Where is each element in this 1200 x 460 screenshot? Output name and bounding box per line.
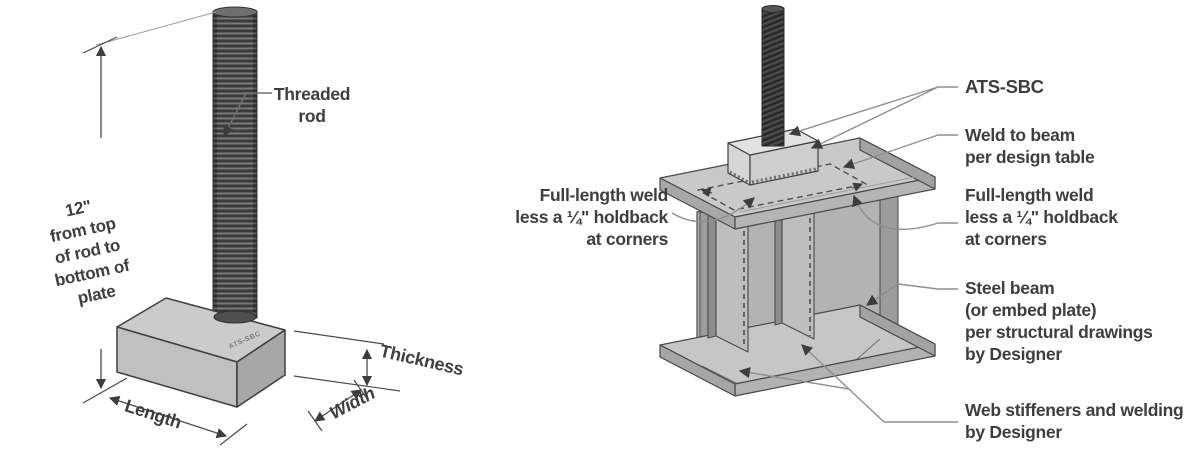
leader-ats-1 <box>788 86 939 137</box>
rod-base <box>213 310 257 324</box>
web-stiffeners-label: Web stiffeners and welding by Designer <box>965 400 1184 442</box>
holdback-left-label: Full-length weld less a ¼" holdback at c… <box>515 185 668 249</box>
weld-to-beam-label: Weld to beam per design table <box>965 125 1095 167</box>
threaded-rod-assembly <box>82 6 401 446</box>
block-base-weld <box>729 167 817 184</box>
leader-weld-to-beam <box>842 134 939 170</box>
base-plate <box>116 297 286 408</box>
threaded-rod-right <box>761 5 785 147</box>
ats-sbc-label: ATS-SBC <box>965 76 1044 97</box>
steel-beam-label: Steel beam (or embed plate) per structur… <box>965 278 1153 364</box>
bottom-flange-edges <box>659 304 936 397</box>
beam-assembly <box>659 5 958 423</box>
holdback-right-label: Full-length weld less a ¼" holdback at c… <box>965 185 1118 249</box>
weld-outline-dashed <box>697 163 867 211</box>
leader-steel-beam <box>865 283 939 306</box>
threaded-rod-left <box>212 6 258 319</box>
leader-ats-2 <box>810 86 939 149</box>
leader-holdback-right <box>852 194 939 231</box>
dimension-lines-left <box>82 11 401 446</box>
threaded-rod-label: Threaded rod <box>273 84 351 126</box>
leader-web-stiffeners <box>801 344 938 423</box>
callout-leaders <box>671 86 958 423</box>
leader-holdback-left <box>671 197 755 223</box>
leader-web-stiffeners-branch <box>738 367 850 390</box>
threaded-rod-leader <box>223 92 272 138</box>
